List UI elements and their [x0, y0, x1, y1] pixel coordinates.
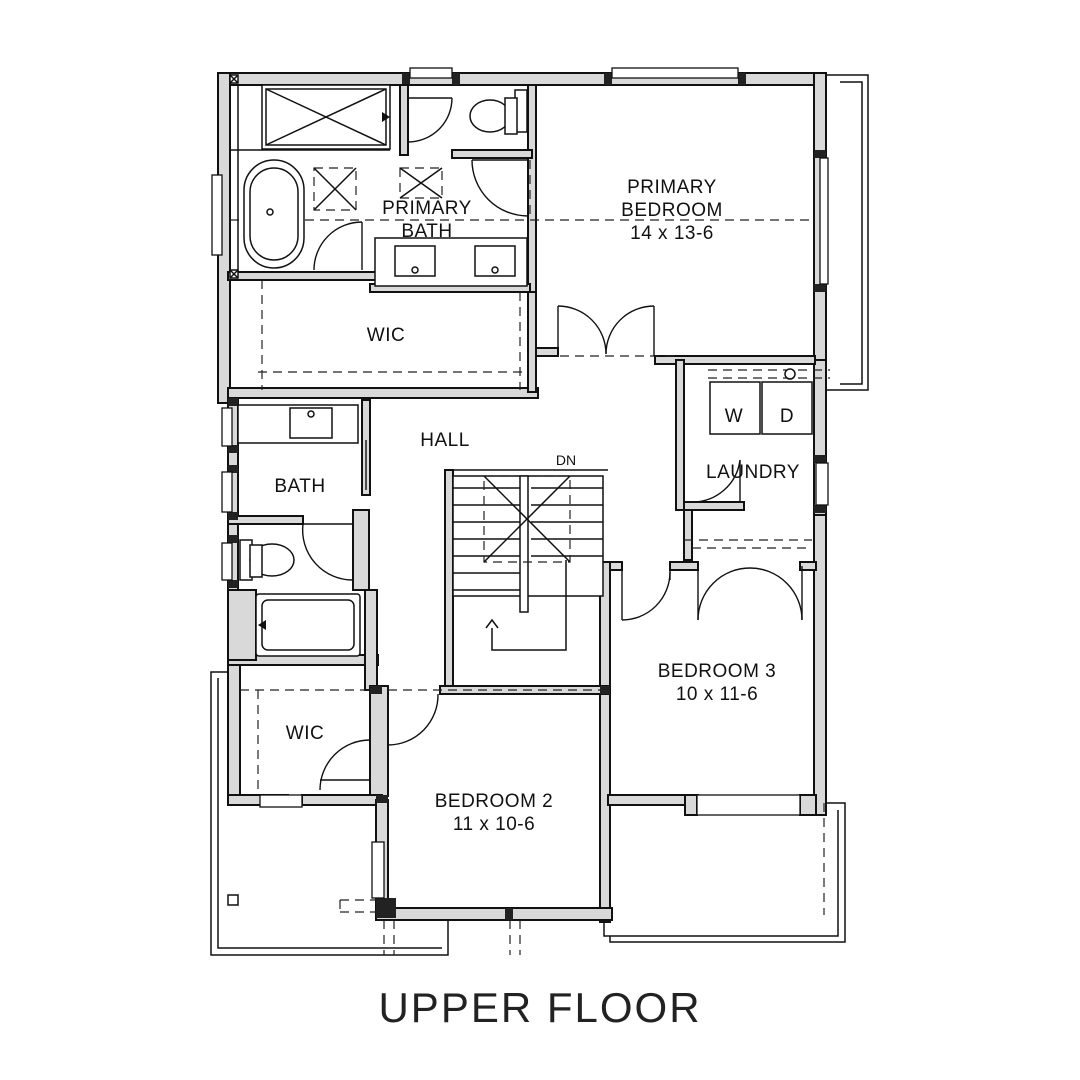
bedroom2-wic-label: WIC	[286, 723, 324, 744]
stairs: DN	[444, 452, 608, 687]
doors	[301, 97, 803, 791]
primary-bath-label-line1: PRIMARY	[382, 198, 472, 219]
bedroom3-size: 10 x 11-6	[676, 684, 758, 705]
primary-bath-label-line2: BATH	[401, 221, 452, 242]
washer	[709, 381, 761, 435]
floor-title: UPPER FLOOR	[378, 984, 702, 1031]
bathtub	[249, 167, 299, 261]
primary-bedroom-label-line2: BEDROOM	[621, 200, 723, 221]
primary-wic-label: WIC	[367, 325, 405, 346]
hall-label: HALL	[420, 430, 470, 451]
laundry-fixtures: W D	[709, 368, 813, 435]
laundry-label: LAUNDRY	[706, 462, 800, 483]
tub-valve-icon	[258, 620, 266, 630]
dryer-label: D	[780, 406, 794, 427]
bedroom2-size: 11 x 10-6	[453, 814, 535, 835]
sink	[474, 245, 516, 277]
primary-bedroom-size: 14 x 13-6	[630, 223, 714, 244]
stairs-direction-label: DN	[556, 452, 576, 468]
bathtub	[261, 599, 355, 651]
primary-bedroom-label-line1: PRIMARY	[627, 177, 717, 198]
balcony-outlines	[210, 74, 869, 956]
bedroom3-label: BEDROOM 3	[658, 661, 777, 682]
bedroom2-label: BEDROOM 2	[435, 791, 554, 812]
dryer	[761, 381, 813, 435]
room-labels: PRIMARY BEDROOM 14 x 13-6 PRIMARY BATH W…	[274, 177, 800, 835]
bath-label: BATH	[274, 476, 325, 497]
washer-label: W	[725, 406, 743, 427]
dashed-beams	[230, 160, 830, 955]
shower-valve-icon	[382, 112, 390, 122]
windows	[211, 67, 829, 899]
primary-bath-fixtures	[229, 74, 533, 287]
bath-fixtures	[237, 404, 361, 657]
toilet	[469, 99, 511, 133]
